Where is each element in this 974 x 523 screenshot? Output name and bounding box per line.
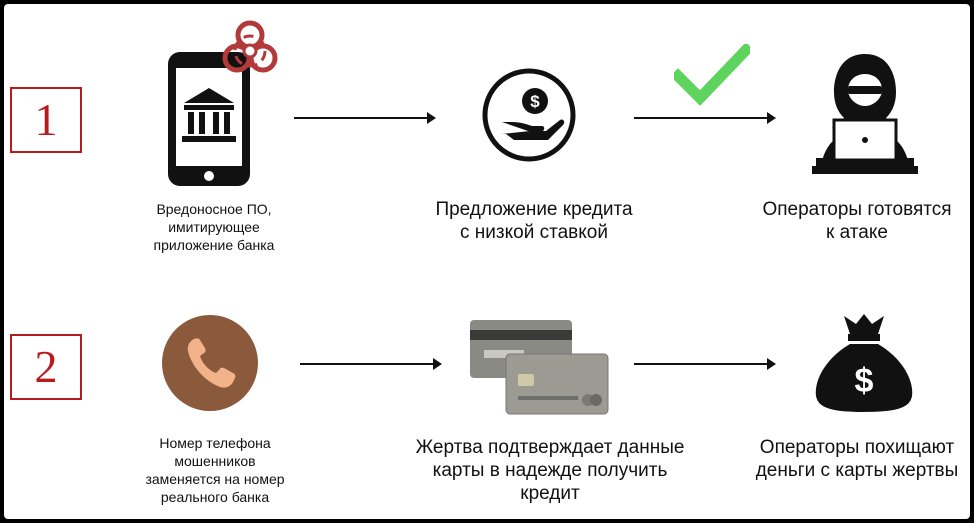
arrow-2b: [634, 358, 776, 370]
caption-malware: Вредоносное ПО, имитирующее приложение б…: [153, 201, 275, 253]
arrow-1a: [294, 112, 436, 124]
caption-operators-prepare: Операторы готовятся к атаке: [762, 199, 952, 243]
arrow-2a: [300, 358, 442, 370]
hacker-laptop-icon: [812, 54, 918, 174]
caption-operators-steal: Операторы похищают деньги с карты жертвы: [755, 437, 959, 481]
money-bag-icon: $: [815, 314, 913, 412]
step-number-2: 2: [10, 334, 82, 400]
caption-phone-replaced: Номер телефона мошенников заменяется на …: [145, 435, 285, 505]
step-number-1: 1: [10, 87, 82, 153]
bank-cards-icon: [470, 320, 609, 415]
arrow-1b: [634, 112, 776, 124]
smartphone-bank-icon: [168, 52, 250, 186]
diagram-canvas: 1 $: [4, 4, 970, 519]
caption-loan-offer: Предложение кредита с низкой ставкой: [435, 199, 633, 243]
checkmark-icon: [674, 44, 750, 106]
svg-text:$: $: [855, 362, 874, 400]
caption-victim-confirms: Жертва подтверждает данные карты в надеж…: [415, 437, 685, 504]
phone-call-icon: [162, 315, 258, 411]
hand-coin-icon: $: [482, 68, 576, 162]
biohazard-icon: [222, 20, 278, 73]
svg-text:$: $: [530, 92, 540, 111]
